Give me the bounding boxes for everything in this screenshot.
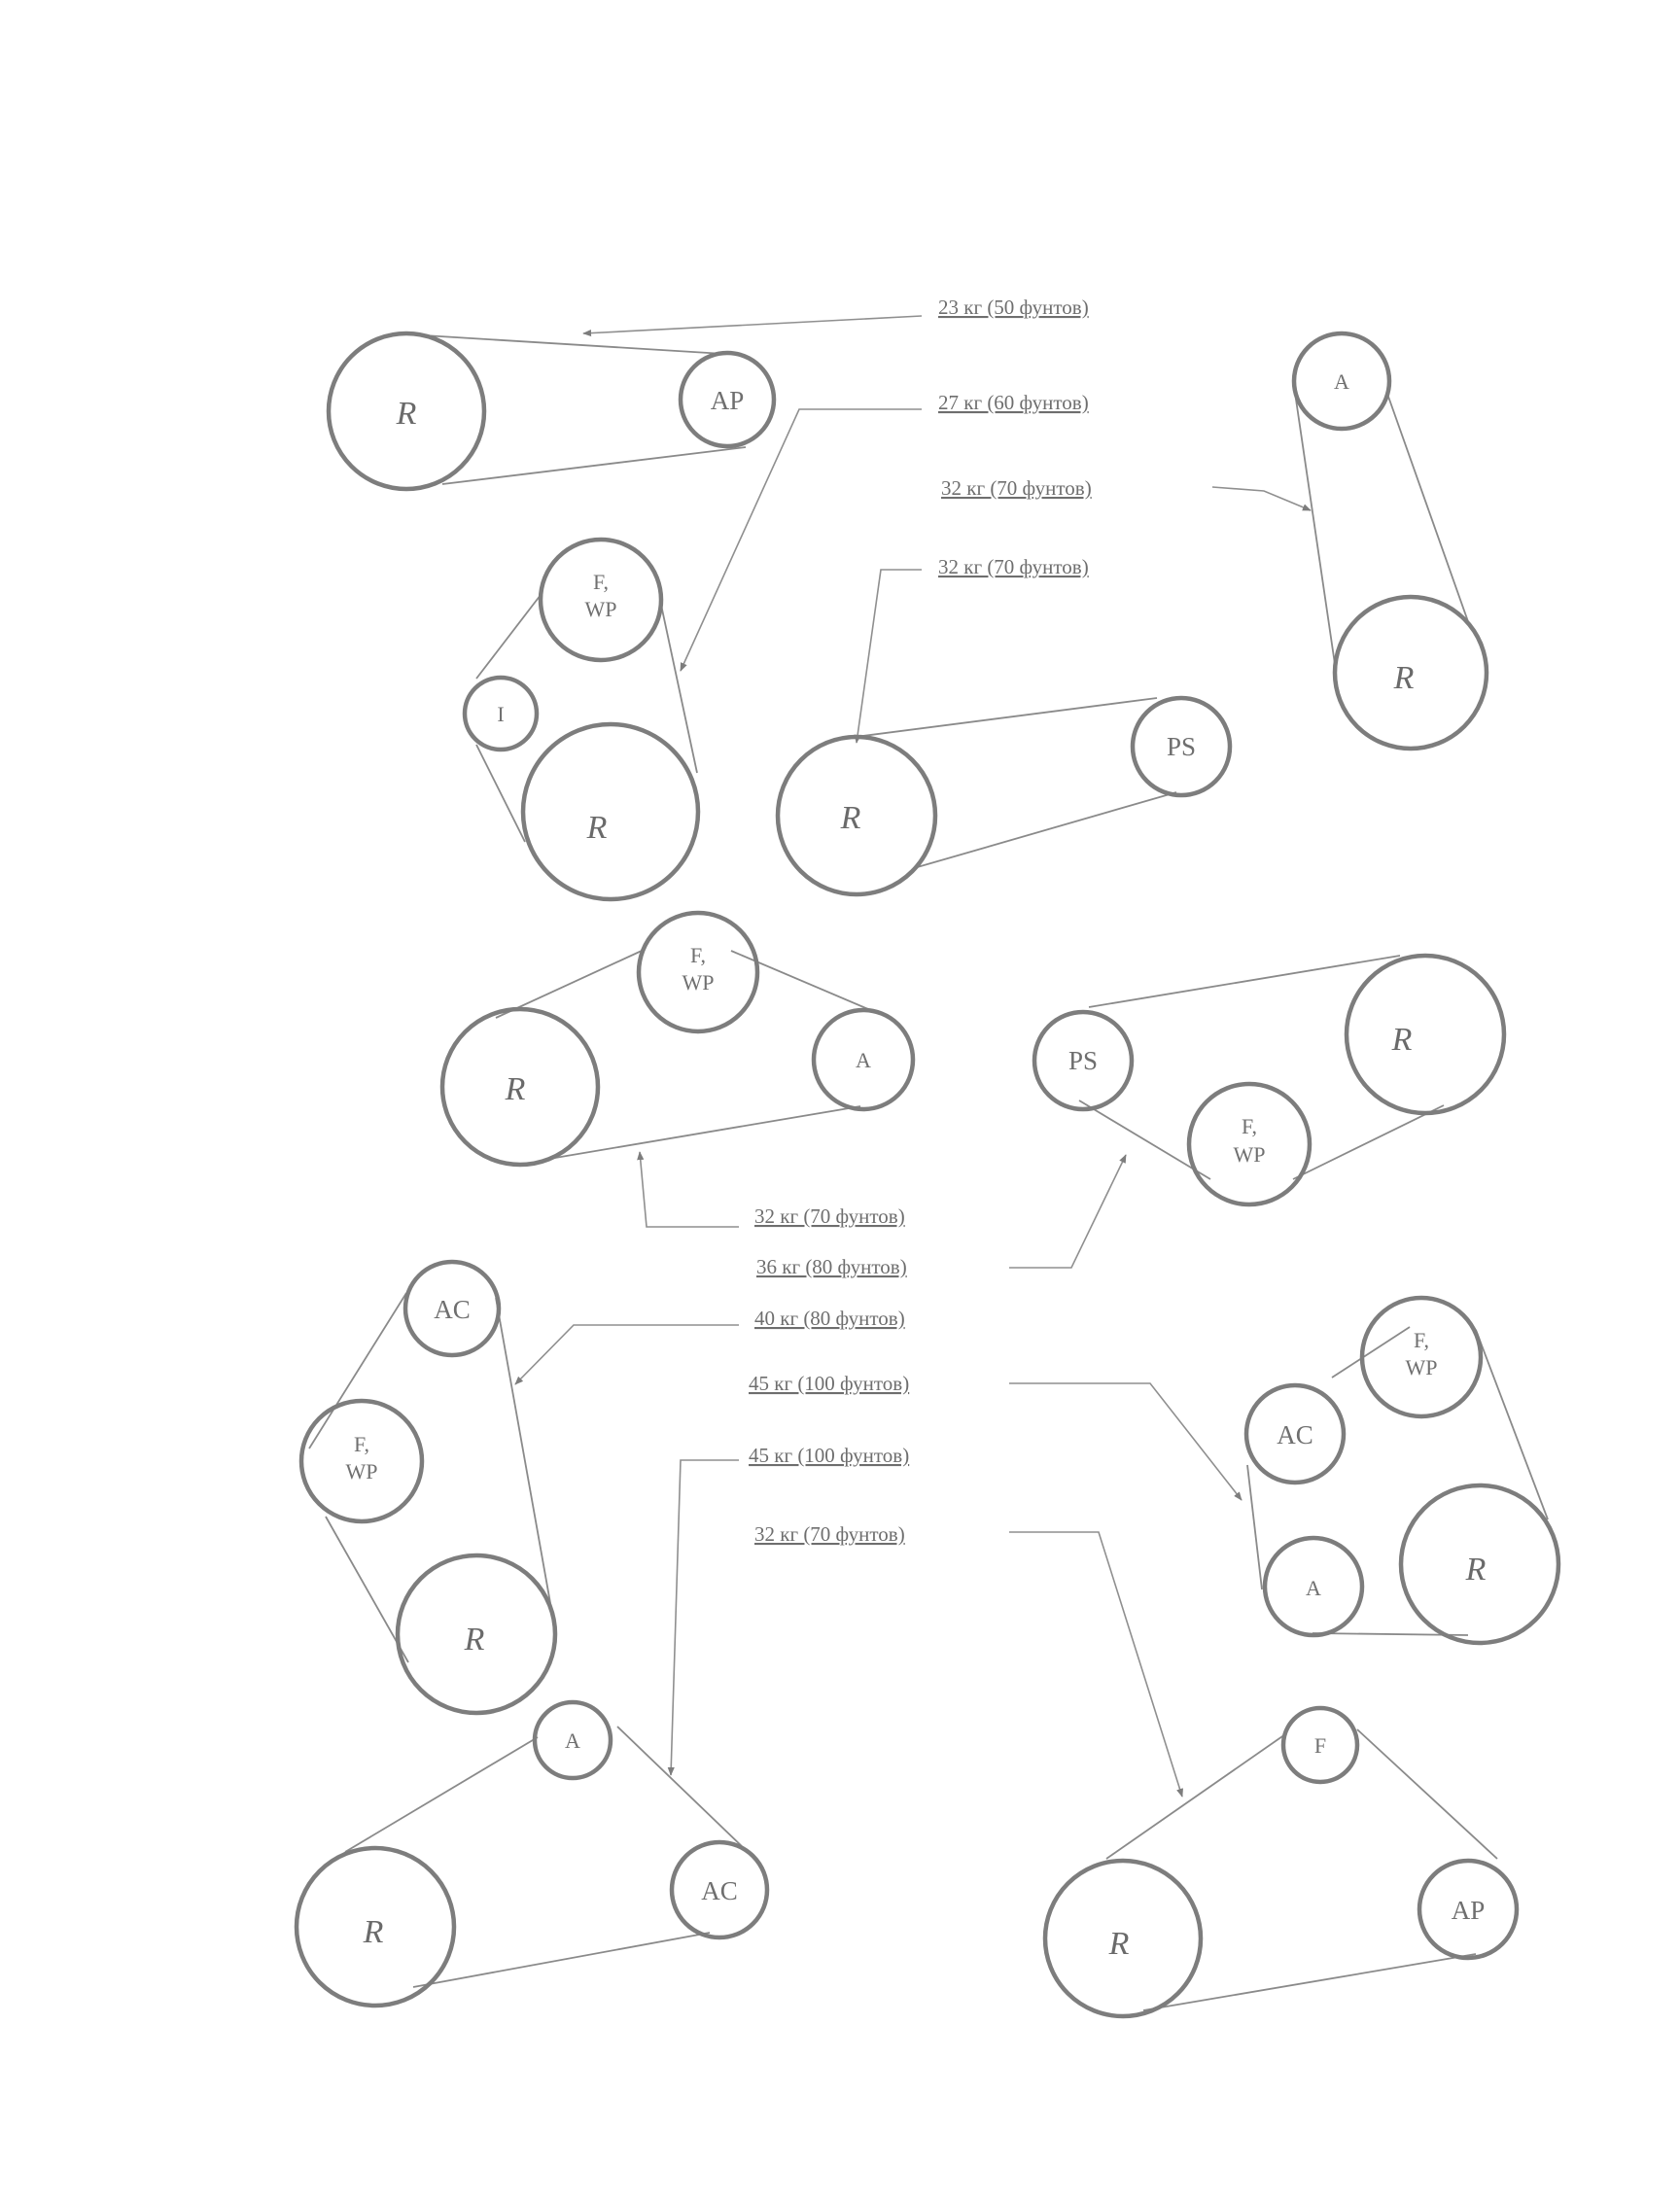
pulley-label-ap: AP <box>711 386 745 415</box>
pulley-label-wp: WP <box>346 1459 378 1483</box>
pulley-label-f: F, <box>354 1432 369 1456</box>
pulley-label-f: F, <box>690 943 706 967</box>
tension-label: 27 кг (60 фунтов) <box>938 391 1089 414</box>
leader-arrow <box>680 408 922 672</box>
pulley-label-r: R <box>840 800 861 836</box>
pulley-label-ac: AC <box>1277 1420 1313 1449</box>
belt-diagram-a-r-ac: A R AC <box>294 1699 770 2008</box>
pulley-f-wp <box>298 1398 425 1524</box>
tension-label: 45 кг (100 фунтов) <box>749 1372 909 1395</box>
leader-arrow <box>637 1151 739 1228</box>
pulley-label-r: R <box>1465 1552 1487 1588</box>
pulley-a <box>1291 331 1392 432</box>
leader-arrow <box>1009 1382 1242 1501</box>
pulley-ps <box>1130 695 1233 798</box>
pulley-a <box>811 1007 916 1112</box>
pulley-label-r: R <box>586 810 608 846</box>
belt-diagram-a-r-vertical: A R <box>1291 331 1489 751</box>
tension-label: 45 кг (100 фунтов) <box>749 1444 909 1467</box>
tension-label: 23 кг (50 фунтов) <box>938 296 1089 319</box>
tension-label: 32 кг (70 фунтов) <box>941 476 1092 500</box>
pulley-idler <box>462 675 540 752</box>
pulley-a <box>1262 1535 1365 1638</box>
pulley-f-wp <box>538 537 664 663</box>
pulley-r <box>439 1006 601 1168</box>
pulley-r <box>1398 1483 1561 1646</box>
pulley-label-ac: AC <box>701 1876 738 1905</box>
tension-label: 32 кг (70 фунтов) <box>754 1204 905 1228</box>
pulley-f-wp <box>1186 1081 1312 1207</box>
pulley-ps <box>1032 1009 1135 1112</box>
pulley-ap <box>1417 1858 1520 1961</box>
pulley-r <box>1042 1858 1204 2019</box>
pulley-label-r: R <box>1108 1926 1130 1962</box>
pulley-label-ap: AP <box>1452 1896 1486 1925</box>
pulley-label-wp: WP <box>1406 1355 1438 1379</box>
pulley-label-i: I <box>497 702 504 726</box>
pulley-label-ps: PS <box>1068 1046 1098 1075</box>
pulley-ap <box>678 350 777 449</box>
tension-label: 40 кг (80 фунтов) <box>754 1307 905 1330</box>
tension-label: 32 кг (70 фунтов) <box>754 1522 905 1546</box>
belt-diagram-r-ap-top: R AP <box>326 331 777 492</box>
leader-arrow <box>854 569 922 744</box>
pulley-label-f: F, <box>1242 1114 1257 1138</box>
pulley-label-r: R <box>363 1914 384 1950</box>
belt-diagram-ps-fwp-r: PS F, WP R <box>1032 953 1507 1207</box>
pulley-label-r: R <box>505 1071 526 1107</box>
pulley-f <box>1280 1705 1360 1785</box>
pulley-r <box>326 331 487 492</box>
belt-diagram-f-r-ap: F R AP <box>1042 1705 1520 2019</box>
pulley-r <box>294 1845 457 2008</box>
pulley-f-wp <box>1359 1295 1484 1419</box>
pulley-label-f: F, <box>593 570 609 594</box>
pulley-r <box>395 1553 558 1716</box>
leader-arrow <box>582 315 923 337</box>
belt-diagram-fwp-ac-a-r: F, WP AC A R <box>1243 1295 1561 1646</box>
pulley-label-ps: PS <box>1167 732 1196 761</box>
pulley-label-wp: WP <box>585 597 617 621</box>
pulley-label-r: R <box>1393 660 1415 696</box>
pulley-label-f: F <box>1314 1733 1326 1758</box>
pulley-r <box>520 721 701 902</box>
leader-arrow <box>1009 1531 1183 1798</box>
leader-arrow <box>1009 1154 1127 1269</box>
pulley-label-a: A <box>856 1048 871 1072</box>
belt-diagram-r-ps: R PS <box>775 695 1233 897</box>
leader-arrows <box>514 315 1312 1798</box>
leader-arrow <box>1211 486 1312 511</box>
pulley-label-wp: WP <box>682 970 715 995</box>
pulley-label-r: R <box>1391 1022 1413 1058</box>
pulley-label-ac: AC <box>434 1295 471 1324</box>
tension-label: 36 кг (80 фунтов) <box>756 1255 907 1278</box>
pulley-r <box>1344 953 1507 1116</box>
pulley-label-a: A <box>1306 1576 1321 1600</box>
belt-diagram-fwp-i-r: F, WP I R <box>462 537 701 902</box>
pulley-a <box>532 1699 613 1781</box>
pulley-label-f: F, <box>1414 1328 1429 1352</box>
belt-diagram-r-fwp-a: R F, WP A <box>439 910 916 1168</box>
leader-arrow <box>514 1324 739 1385</box>
tension-labels: 23 кг (50 фунтов) 27 кг (60 фунтов) 32 к… <box>749 296 1092 1546</box>
pulley-label-wp: WP <box>1234 1142 1266 1167</box>
belt-diagram-ac-fwp-r: AC F, WP R <box>298 1259 558 1716</box>
pulley-f-wp <box>636 910 760 1034</box>
pulley-label-a: A <box>1334 369 1349 394</box>
pulley-label-r: R <box>396 396 417 432</box>
leader-arrow <box>667 1459 739 1776</box>
pulley-label-a: A <box>565 1728 580 1753</box>
pulley-ac <box>402 1259 502 1358</box>
pulley-ac <box>1243 1382 1347 1485</box>
pulley-r <box>1332 594 1489 751</box>
tension-label: 32 кг (70 фунтов) <box>938 555 1089 578</box>
pulley-label-r: R <box>464 1622 485 1658</box>
pulley-ac <box>669 1839 770 1940</box>
